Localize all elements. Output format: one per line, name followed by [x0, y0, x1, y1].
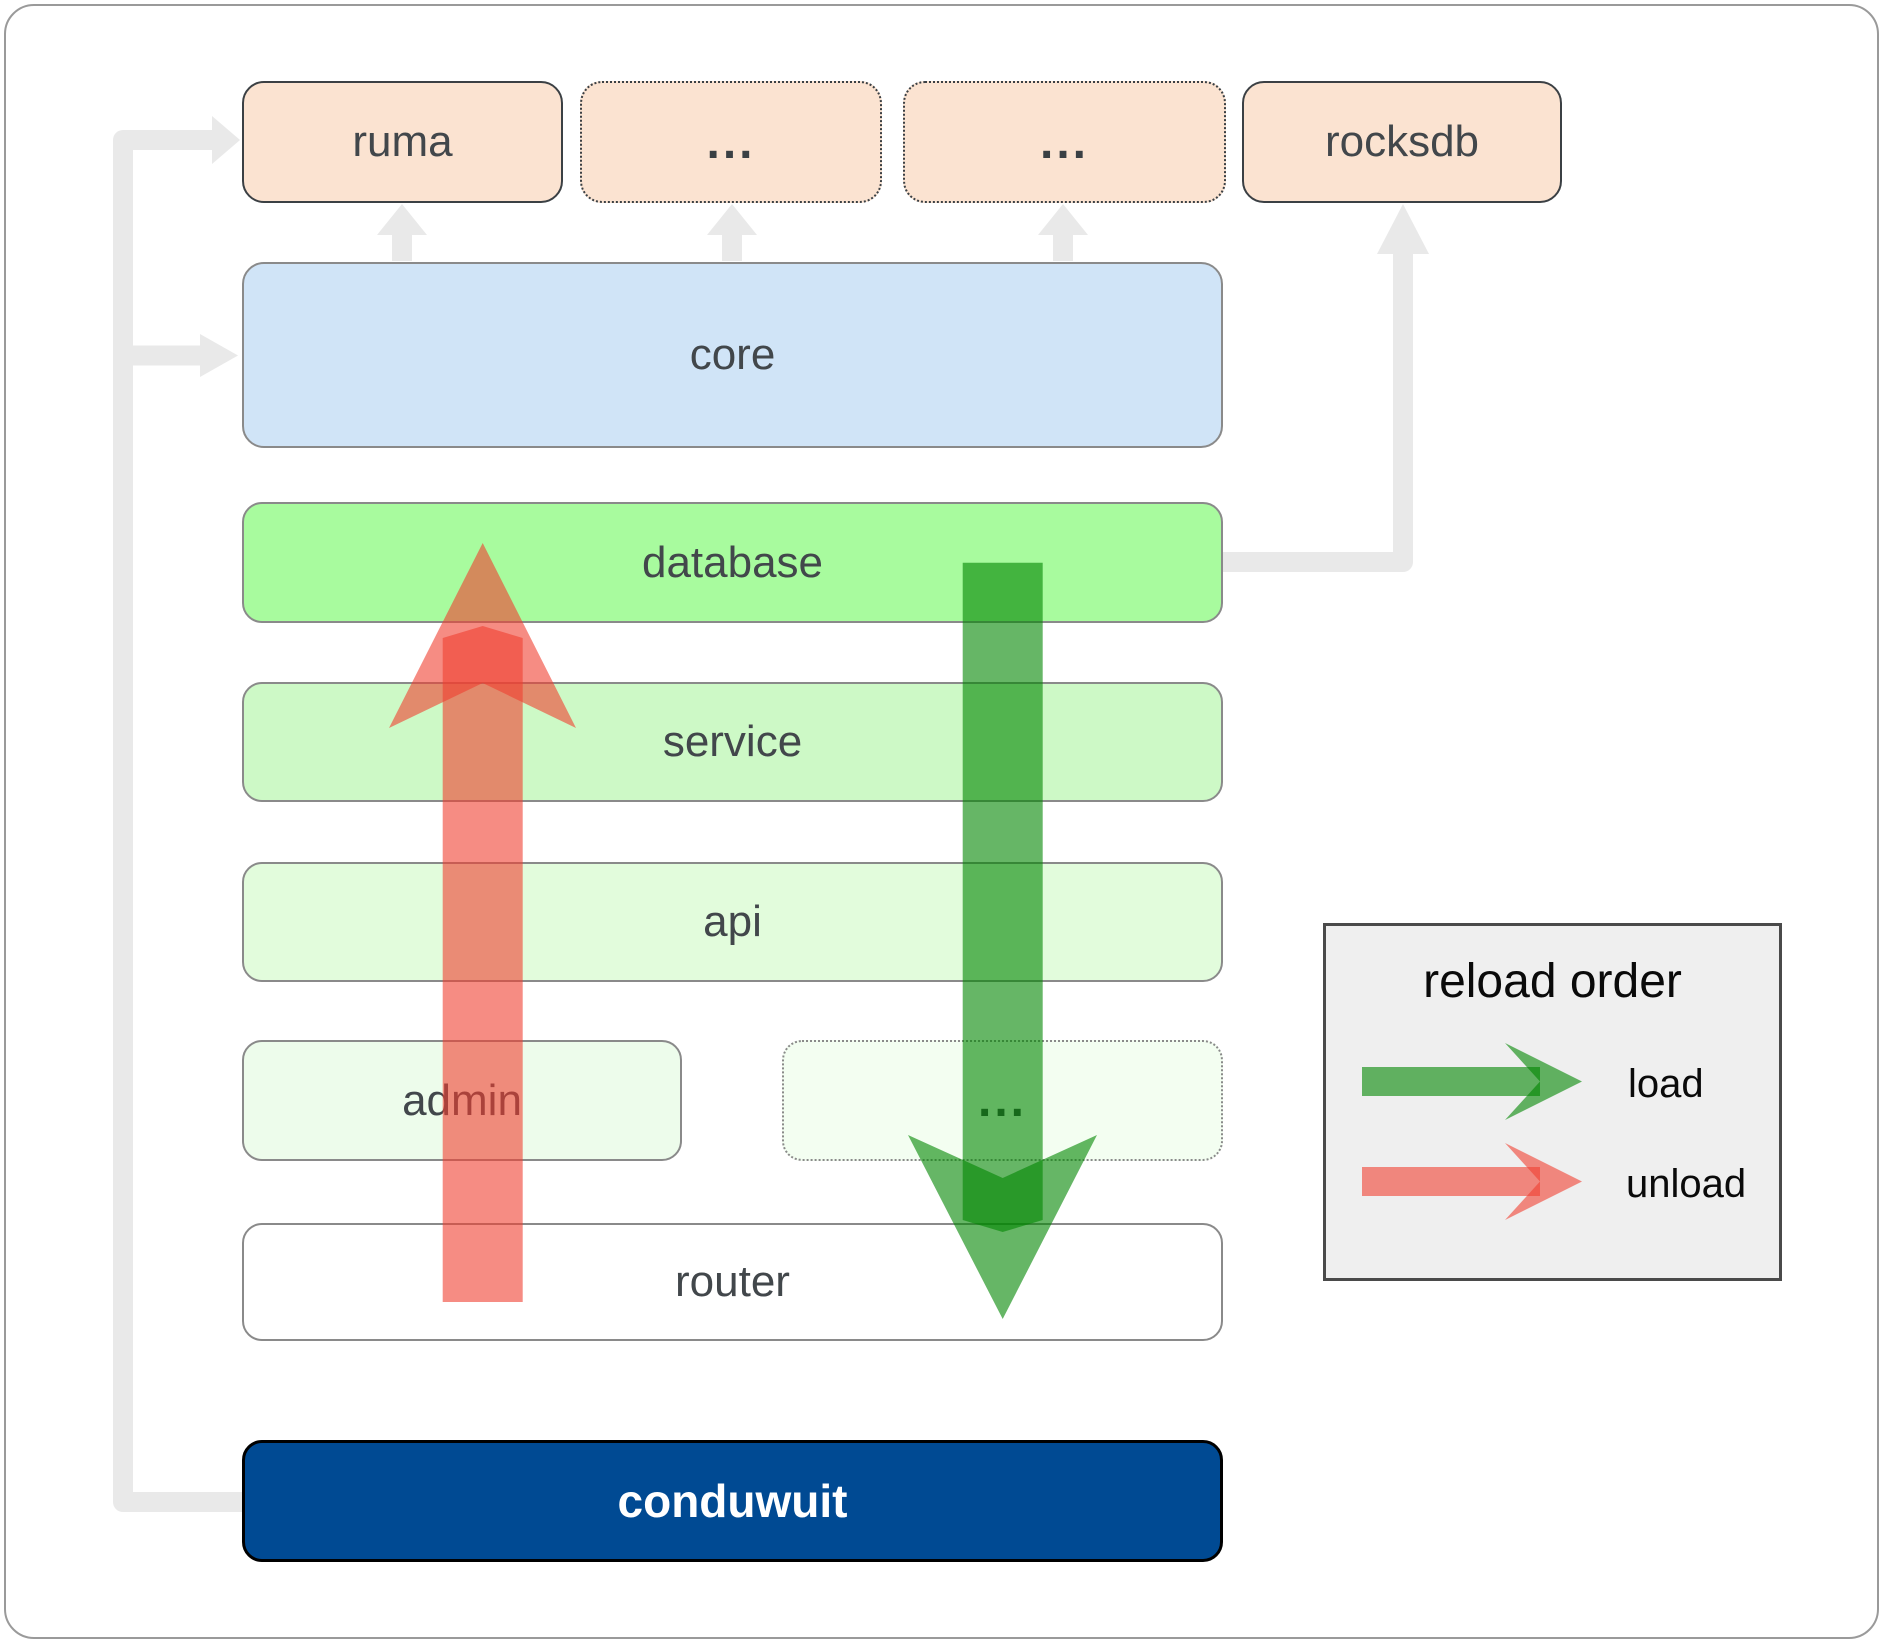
node-more-crates-2: ... [903, 81, 1226, 203]
node-label: ruma [352, 117, 453, 166]
node-conduwuit: conduwuit [242, 1440, 1223, 1562]
node-more-crates-1: ... [580, 81, 882, 203]
node-router: router [242, 1223, 1223, 1341]
node-label: router [675, 1257, 790, 1306]
legend-title: reload order [1423, 955, 1682, 1008]
node-service: service [242, 682, 1223, 802]
node-label: core [689, 330, 776, 379]
node-label: ... [1039, 115, 1089, 169]
node-core: core [242, 262, 1223, 448]
legend-load-label: load [1628, 1062, 1704, 1106]
node-label: database [641, 537, 824, 587]
node-label: ... [706, 115, 756, 169]
node-label: service [662, 717, 803, 766]
node-label: ... [977, 1074, 1027, 1127]
node-ruma: ruma [242, 81, 563, 203]
node-api: api [242, 862, 1223, 982]
node-label: rocksdb [1324, 117, 1480, 166]
node-admin: admin [242, 1040, 682, 1161]
node-database: database [242, 502, 1223, 623]
node-label: api [703, 897, 762, 946]
node-label: conduwuit [617, 1475, 848, 1527]
node-more-services: ... [782, 1040, 1223, 1161]
node-label: admin [402, 1075, 522, 1125]
legend-unload-label: unload [1626, 1162, 1747, 1206]
page-border [4, 4, 1879, 1639]
node-rocksdb: rocksdb [1242, 81, 1562, 203]
legend-box: reload order load unload [1323, 923, 1782, 1281]
